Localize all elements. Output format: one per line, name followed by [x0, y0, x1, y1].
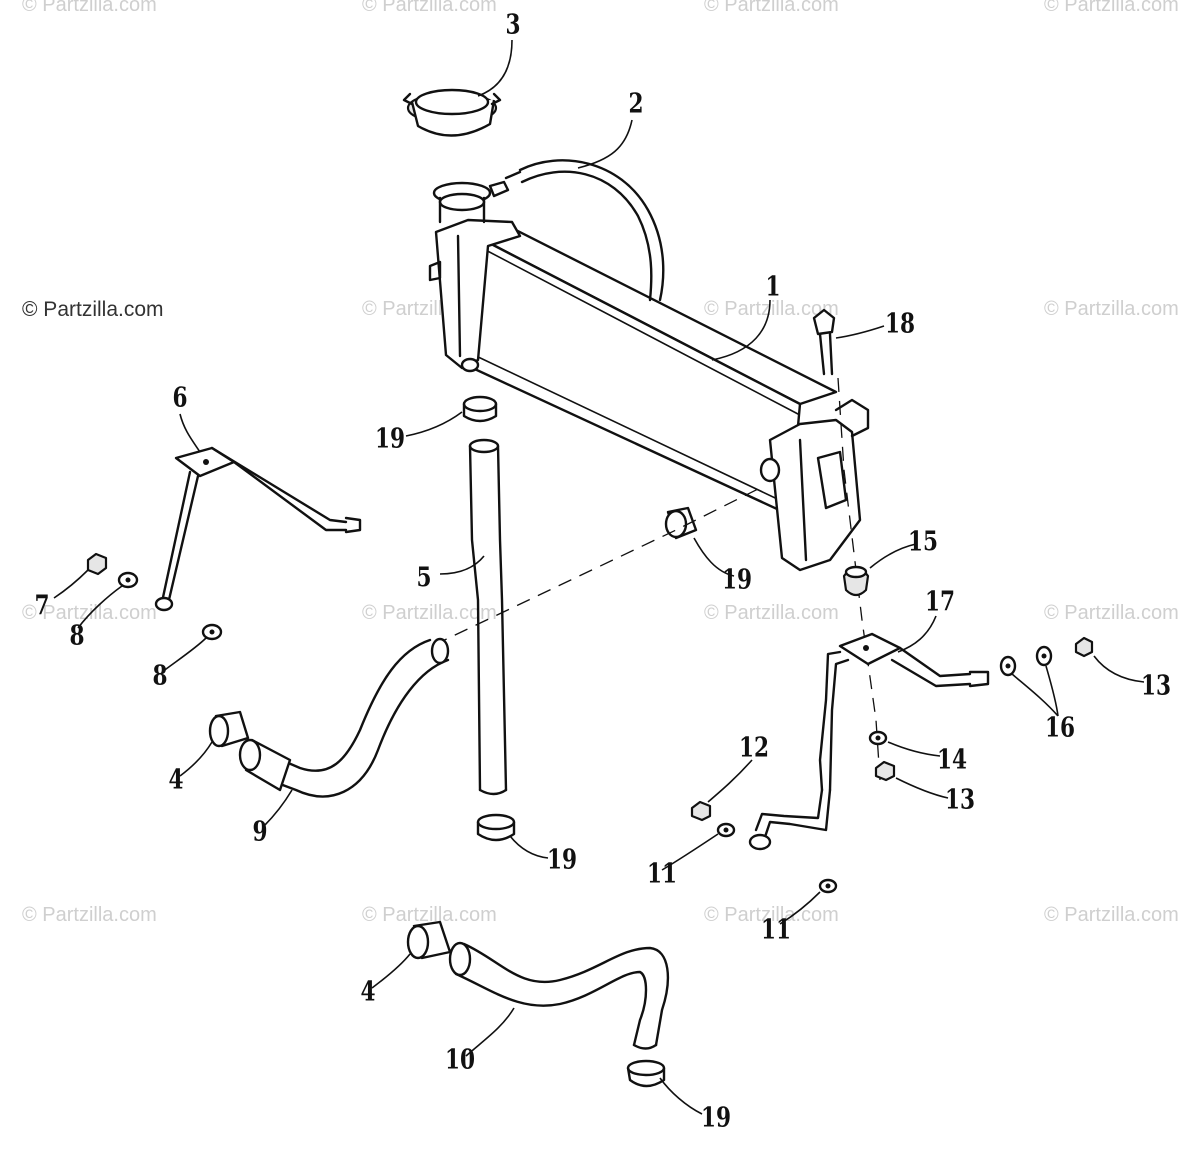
callout-19: 19: [721, 564, 753, 596]
callout-1: 1: [765, 271, 781, 303]
watermark: © Partzilla.com: [1044, 298, 1179, 320]
washer: [716, 822, 736, 838]
watermark: © Partzilla.com: [362, 904, 497, 926]
watermark: © Partzilla.com: [22, 0, 157, 16]
watermark-prominent: © Partzilla.com: [22, 298, 164, 321]
filler-neck: [432, 180, 510, 224]
left-bracket: [154, 446, 362, 612]
callout-8: 8: [152, 660, 168, 692]
callout-19: 19: [374, 423, 406, 455]
hose-clamp: [462, 395, 498, 423]
watermark: © Partzilla.com: [704, 602, 839, 624]
watermark: © Partzilla.com: [1044, 602, 1179, 624]
callout-12: 12: [738, 732, 770, 764]
callout-11: 11: [646, 858, 678, 890]
grommet: [842, 565, 870, 597]
leader-lines: [53, 39, 1145, 1115]
overflow-tube: [504, 159, 665, 302]
callout-4: 4: [360, 976, 376, 1008]
washer: [999, 655, 1017, 677]
callout-16: 16: [1044, 712, 1076, 744]
callout-7: 7: [34, 590, 50, 622]
callout-5: 5: [416, 562, 432, 594]
watermark: © Partzilla.com: [22, 904, 157, 926]
hose-clamp: [626, 1059, 666, 1088]
callout-13: 13: [944, 784, 976, 816]
callout-8: 8: [69, 620, 85, 652]
hose-straight: [468, 438, 508, 796]
callout-9: 9: [252, 816, 268, 848]
watermark: © Partzilla.com: [704, 298, 839, 320]
callout-18: 18: [884, 308, 916, 340]
washer: [818, 878, 838, 894]
nut: [874, 760, 896, 782]
nut: [1074, 636, 1094, 658]
hose-clamp: [664, 506, 698, 540]
bolt: [812, 308, 836, 376]
callout-14: 14: [936, 744, 968, 776]
washer: [868, 730, 888, 746]
callout-19: 19: [546, 844, 578, 876]
watermark: © Partzilla.com: [704, 904, 839, 926]
washer: [201, 623, 223, 641]
watermark: © Partzilla.com: [1044, 904, 1179, 926]
watermark: © Partzilla.com: [362, 602, 497, 624]
callout-11: 11: [760, 914, 792, 946]
hose-clamp: [406, 920, 452, 960]
watermark: © Partzilla.com: [704, 0, 839, 16]
hose-curved-lower: [238, 637, 450, 798]
watermark: © Partzilla.com: [1044, 0, 1179, 16]
callout-19: 19: [700, 1102, 732, 1134]
hose-clamp: [476, 813, 516, 842]
callout-3: 3: [505, 9, 521, 41]
callout-4: 4: [168, 764, 184, 796]
nut: [690, 800, 712, 822]
hose-clamp: [208, 710, 250, 748]
watermark: © Partzilla.com: [362, 0, 497, 16]
right-bracket: [748, 632, 990, 851]
callout-15: 15: [907, 526, 939, 558]
washer: [1035, 645, 1053, 667]
callout-6: 6: [172, 382, 188, 414]
radiator-cap: [402, 88, 502, 137]
washer: [117, 571, 139, 589]
nut: [86, 552, 108, 576]
callout-17: 17: [924, 586, 956, 618]
watermark: © Partzilla.com: [22, 602, 157, 624]
hose-curved-bottom: [448, 941, 670, 1050]
callout-10: 10: [444, 1044, 476, 1076]
callout-13: 13: [1140, 670, 1172, 702]
callout-2: 2: [628, 88, 644, 120]
radiator-core: [428, 218, 870, 572]
